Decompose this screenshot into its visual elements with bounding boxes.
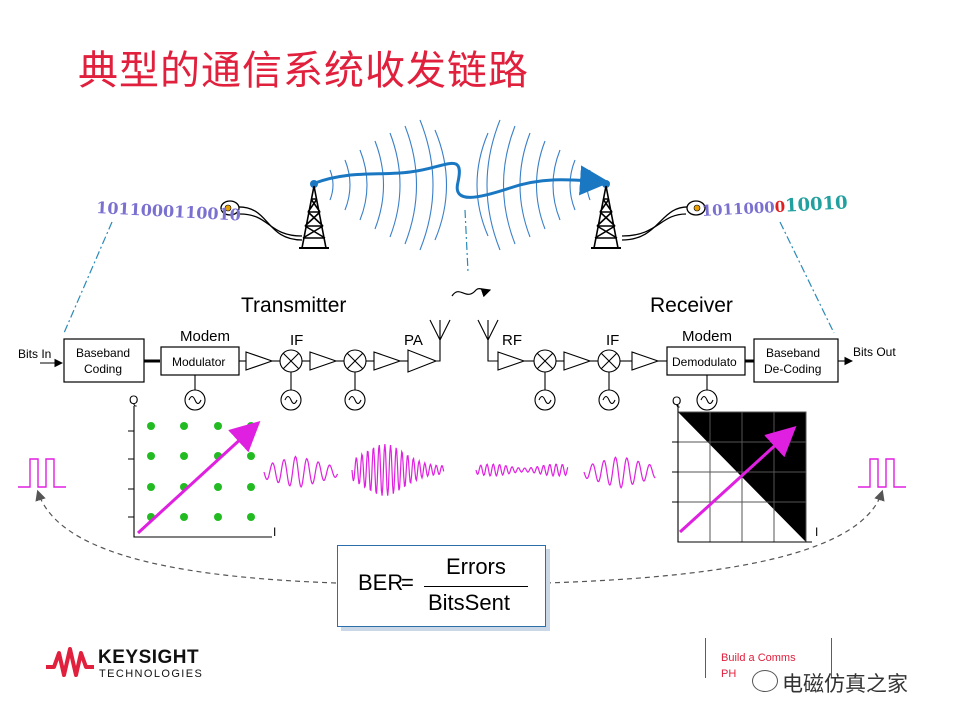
constellation-point <box>147 452 155 460</box>
rx-constellation: Q I <box>672 394 818 543</box>
logo-subtitle: TECHNOLOGIES <box>99 668 204 680</box>
baseband-decoding-line2: De-Coding <box>764 362 821 376</box>
tx-antenna-icon <box>429 319 451 342</box>
constellation-point <box>214 513 222 521</box>
rx-modem-label: Modem <box>682 328 732 345</box>
rx-bitstream-part-b: 10010 <box>785 192 849 216</box>
constellation-point <box>247 513 255 521</box>
footer-divider <box>831 638 832 678</box>
watermark-text: 电磁仿真之家 <box>782 672 908 696</box>
rx-amp-1-icon <box>563 351 592 371</box>
logo-wordmark: KEYSIGHT <box>98 647 200 668</box>
pa-label: PA <box>404 332 423 349</box>
keysight-logo: KEYSIGHT TECHNOLOGIES <box>44 645 214 685</box>
watermark: 电磁仿真之家 <box>752 668 952 696</box>
rx-bitstream: 1011000010010 <box>701 192 848 221</box>
signal-waveform-1 <box>263 455 339 489</box>
tx-leader-line <box>63 221 113 334</box>
constellation-point <box>147 422 155 430</box>
tx-square-wave-icon <box>18 458 66 488</box>
ber-label: BER <box>358 570 404 595</box>
channel-arrow-icon <box>451 287 492 298</box>
tx-radio-waves <box>329 119 447 251</box>
signal-waveform-2 <box>351 444 445 496</box>
rx-tower-icon <box>591 180 621 249</box>
tx-constellation-points <box>147 422 255 521</box>
footer-subtitle: PH <box>721 668 737 680</box>
rx-radio-waves <box>476 119 591 251</box>
constellation-point <box>180 452 188 460</box>
rx-feedback-arc <box>545 489 885 584</box>
pa-amp-icon <box>407 349 438 373</box>
constellation-point <box>247 483 255 491</box>
modulator-label: Modulator <box>172 355 225 369</box>
rx-constellation-i-label: I <box>815 525 818 539</box>
ber-fraction-bar <box>424 586 528 587</box>
baseband-coding-line1: Baseband <box>76 346 130 360</box>
footer-divider <box>705 638 706 678</box>
tx-constellation-vector <box>136 420 261 535</box>
baseband-decoding-line1: Baseband <box>766 346 820 360</box>
ber-denominator: BitsSent <box>428 590 510 615</box>
ber-numerator: Errors <box>446 554 506 579</box>
tx-amp-3-icon <box>373 351 402 371</box>
constellation-point <box>214 483 222 491</box>
transmitter-chain: Bits In Baseband Coding Modem Modulator … <box>18 319 451 411</box>
tx-if-label: IF <box>290 332 303 349</box>
tx-feedback-arc <box>35 489 337 584</box>
tx-cable-icon <box>220 200 303 241</box>
tx-amp-1-icon <box>245 351 274 371</box>
baseband-decoding-block <box>753 338 839 383</box>
tx-constellation-i-label: I <box>273 525 276 539</box>
rx-bitstream-part-a: 1011000 <box>701 198 775 220</box>
baseband-coding-block <box>63 338 145 383</box>
tx-tower-icon <box>299 180 329 249</box>
receiver-chain: RF IF Modem Demodulato Baseband De-Codin… <box>477 319 896 411</box>
tx-amp-2-icon <box>309 351 338 371</box>
rx-constellation-q-label: Q <box>672 394 681 408</box>
tx-modem-label: Modem <box>180 328 230 345</box>
ber-formula-box: BER = Errors BitsSent <box>337 545 546 627</box>
rx-antenna-icon <box>477 319 499 342</box>
ber-equals-sign: = <box>401 570 414 595</box>
rx-leader-line <box>779 221 835 334</box>
constellation-point <box>180 513 188 521</box>
baseband-coding-line2: Coding <box>84 362 122 376</box>
tx-bitstream: 1011000110010 <box>96 198 242 225</box>
transmitter-heading: Transmitter <box>241 294 346 317</box>
slide-title: 典型的通信系统收发链路 <box>78 48 529 94</box>
rx-cable-icon <box>621 200 706 241</box>
rx-bitstream-error-bit: 0 <box>774 198 785 217</box>
constellation-point <box>247 452 255 460</box>
constellation-point <box>180 422 188 430</box>
receiver-heading: Receiver <box>650 294 733 317</box>
bits-in-label: Bits In <box>18 347 51 361</box>
wechat-icon <box>752 670 778 692</box>
demodulator-label: Demodulato <box>672 355 737 369</box>
tx-constellation: Q I <box>128 393 276 539</box>
bits-out-label: Bits Out <box>853 345 896 359</box>
radio-link-arrow <box>314 162 610 199</box>
constellation-point <box>147 483 155 491</box>
rx-if-label: IF <box>606 332 619 349</box>
tx-constellation-q-label: Q <box>129 393 138 407</box>
rx-square-wave-icon <box>858 458 906 488</box>
footer-title: Build a Comms <box>721 652 796 664</box>
rx-amp-2-icon <box>631 351 660 371</box>
channel-leader-line <box>464 209 469 273</box>
rf-label: RF <box>502 332 522 349</box>
signal-waveform-4 <box>583 456 656 489</box>
modulator-block <box>160 346 240 376</box>
keysight-wave-icon <box>46 647 94 677</box>
rx-lna-icon <box>497 351 526 371</box>
rx-constellation-vector <box>678 425 797 534</box>
signal-waveform-3 <box>475 463 569 478</box>
constellation-point <box>214 422 222 430</box>
